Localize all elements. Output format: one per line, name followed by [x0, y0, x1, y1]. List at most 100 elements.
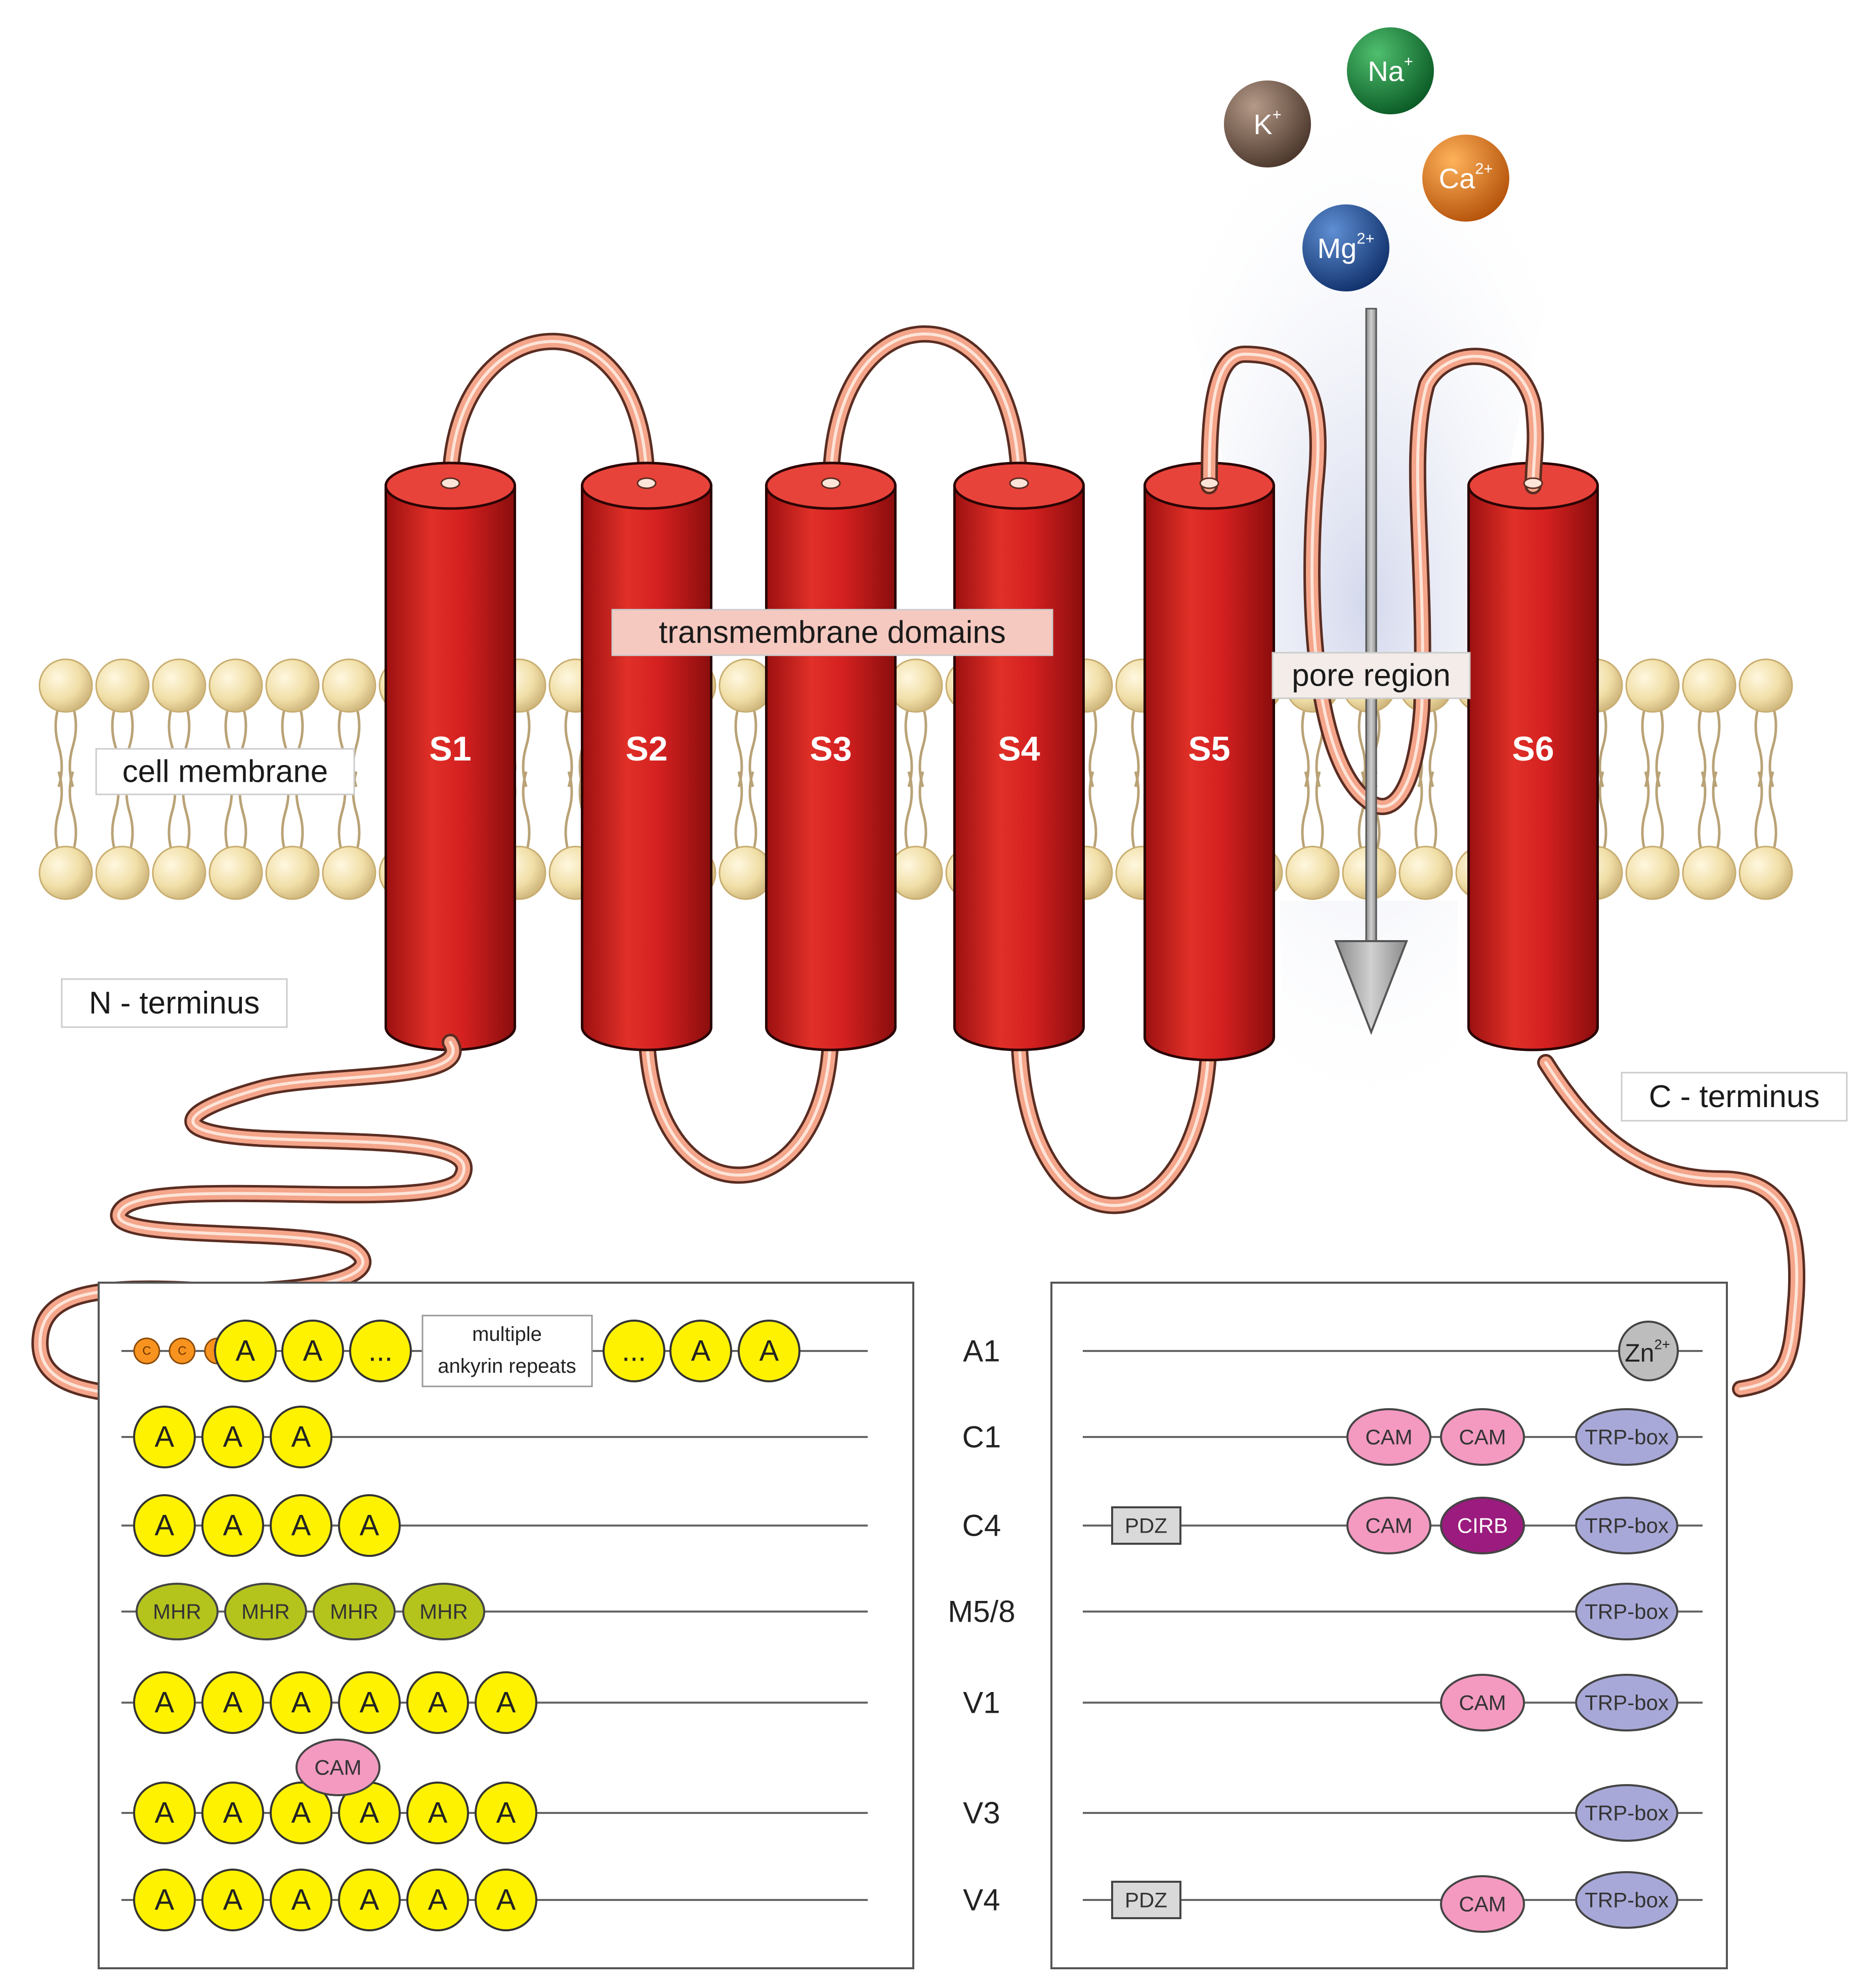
ion-sphere: [1224, 80, 1311, 167]
pore-region-label-text: pore region: [1292, 658, 1451, 693]
ankyrin-repeat: [338, 1671, 401, 1734]
ankyrin-label: A: [496, 1884, 516, 1917]
lipid-head-bottom: [1399, 845, 1453, 900]
lipid-tail-line: [734, 705, 743, 787]
mhr-domain: [136, 1583, 219, 1640]
lipid-tail: [54, 705, 77, 853]
lipid-tail-line: [1428, 705, 1437, 787]
helix-body: [1467, 484, 1599, 1051]
loop-outline: [442, 333, 655, 494]
ankyrin-label: A: [223, 1421, 243, 1454]
lipid-tail: [904, 705, 927, 853]
ion-label: Ca2+: [1439, 159, 1493, 194]
ankyrin-label: A: [236, 1335, 256, 1368]
loop-stub: [440, 477, 460, 489]
lipid-tail-line: [904, 771, 913, 853]
lipid-head-top: [322, 658, 376, 713]
loop-fill: [641, 1021, 837, 1181]
ankyrin-label: A: [223, 1509, 243, 1542]
connecting-loops: [442, 325, 1218, 1214]
loop-highlight: [1544, 1061, 1799, 1390]
lipid-tail-line: [1641, 705, 1650, 787]
loop-s1-s2: [442, 333, 655, 494]
pdz-domain: [1111, 1506, 1181, 1545]
lipid-head-top: [265, 658, 320, 713]
n-terminus-label-text: N - terminus: [89, 986, 260, 1021]
lipid-tail-line: [748, 705, 757, 787]
lipid-head-bottom: [718, 845, 773, 900]
lipid-head-bottom: [265, 845, 320, 900]
cam-domain: [295, 1739, 380, 1796]
multiple-ankyrin-box: [421, 1315, 593, 1387]
lipid-tail-line: [734, 771, 743, 853]
lipid-head-bottom: [38, 845, 93, 900]
lipid-tail-line: [1358, 705, 1367, 787]
ankyrin-repeat: [270, 1782, 332, 1844]
lipid-tail: [734, 705, 757, 853]
lipid-tail-line: [918, 705, 927, 787]
pore-loop-path: [1201, 345, 1544, 815]
row-label-a1: A1: [963, 1334, 1000, 1368]
c-terminal-panel: [1050, 1282, 1728, 1969]
ankyrin-repeat: [406, 1782, 469, 1844]
ankyrin-repeat: [270, 1671, 332, 1734]
lipid-tail-line: [748, 771, 757, 853]
helix-s1: S1: [385, 461, 516, 1051]
ankyrin-repeat: [201, 1494, 264, 1557]
zn-binding-site: Zn2+: [1618, 1321, 1679, 1381]
lipid-head-top: [1739, 658, 1793, 713]
loop-highlight: [829, 332, 1021, 487]
pore-loop: [1199, 345, 1544, 815]
lipid-tail-line: [1088, 705, 1097, 787]
loop-highlight: [645, 1026, 832, 1177]
ankyrin-label: A: [291, 1884, 311, 1917]
cam-domain-label: CAM: [314, 1756, 361, 1780]
pdz-label: PDZ: [1125, 1514, 1167, 1538]
lipid-tail-line: [1712, 705, 1721, 787]
lipid-tail-line: [1754, 771, 1763, 853]
lipid-tail-line: [1598, 771, 1607, 853]
lipid-tail: [1698, 705, 1721, 853]
cam-domain-label: CAM: [1459, 1691, 1506, 1715]
c-terminus-label-text: C - terminus: [1649, 1079, 1820, 1114]
loop-highlight: [1208, 352, 1537, 808]
mhr-domain-label: MHR: [241, 1600, 290, 1624]
n-terminus-label: N - terminus: [61, 978, 288, 1028]
loop-stub: [821, 477, 841, 489]
cam-domain: [1440, 1408, 1525, 1466]
ion-k: K+: [1224, 80, 1311, 167]
ankyrin-repeat: [201, 1782, 264, 1844]
row-label-c4: C4: [962, 1509, 1001, 1543]
loop-highlight: [449, 340, 648, 487]
lipid-tail-line: [522, 771, 531, 853]
lipid-tail-line: [1428, 771, 1437, 853]
ankyrin-label: ...: [622, 1335, 646, 1368]
helix-s4: S4: [953, 461, 1085, 1051]
cam-domain-label: CAM: [1459, 1892, 1506, 1916]
helix-label-s3: S3: [810, 730, 852, 768]
lipid-tail-line: [1641, 771, 1650, 853]
ankyrin-repeat: [603, 1320, 665, 1382]
ankyrin-label: A: [223, 1884, 243, 1917]
trp-box-label: TRP-box: [1585, 1888, 1669, 1912]
ankyrin-repeat: [338, 1869, 401, 1931]
loop-s4-s5: [1010, 1019, 1218, 1214]
lipid-tail-line: [522, 705, 531, 787]
c-terminus-label-box: [1621, 1072, 1848, 1122]
helix-label-s1: S1: [429, 730, 471, 768]
ankyrin-label: A: [428, 1686, 448, 1719]
ankyrin-label: A: [428, 1884, 448, 1917]
trp-box: [1575, 1871, 1678, 1929]
trp-box-label: TRP-box: [1585, 1600, 1669, 1624]
helix-s5: S5: [1143, 461, 1275, 1062]
pdz-label: PDZ: [1125, 1888, 1167, 1912]
c-motif-label: C: [142, 1344, 151, 1358]
ankyrin-label: A: [291, 1421, 311, 1454]
lipid-tail-line: [1301, 771, 1310, 853]
helix-body: [1143, 484, 1275, 1062]
zn-label: Zn2+: [1625, 1336, 1670, 1367]
ankyrin-label: ...: [368, 1335, 393, 1368]
ankyrin-label: A: [291, 1686, 311, 1719]
